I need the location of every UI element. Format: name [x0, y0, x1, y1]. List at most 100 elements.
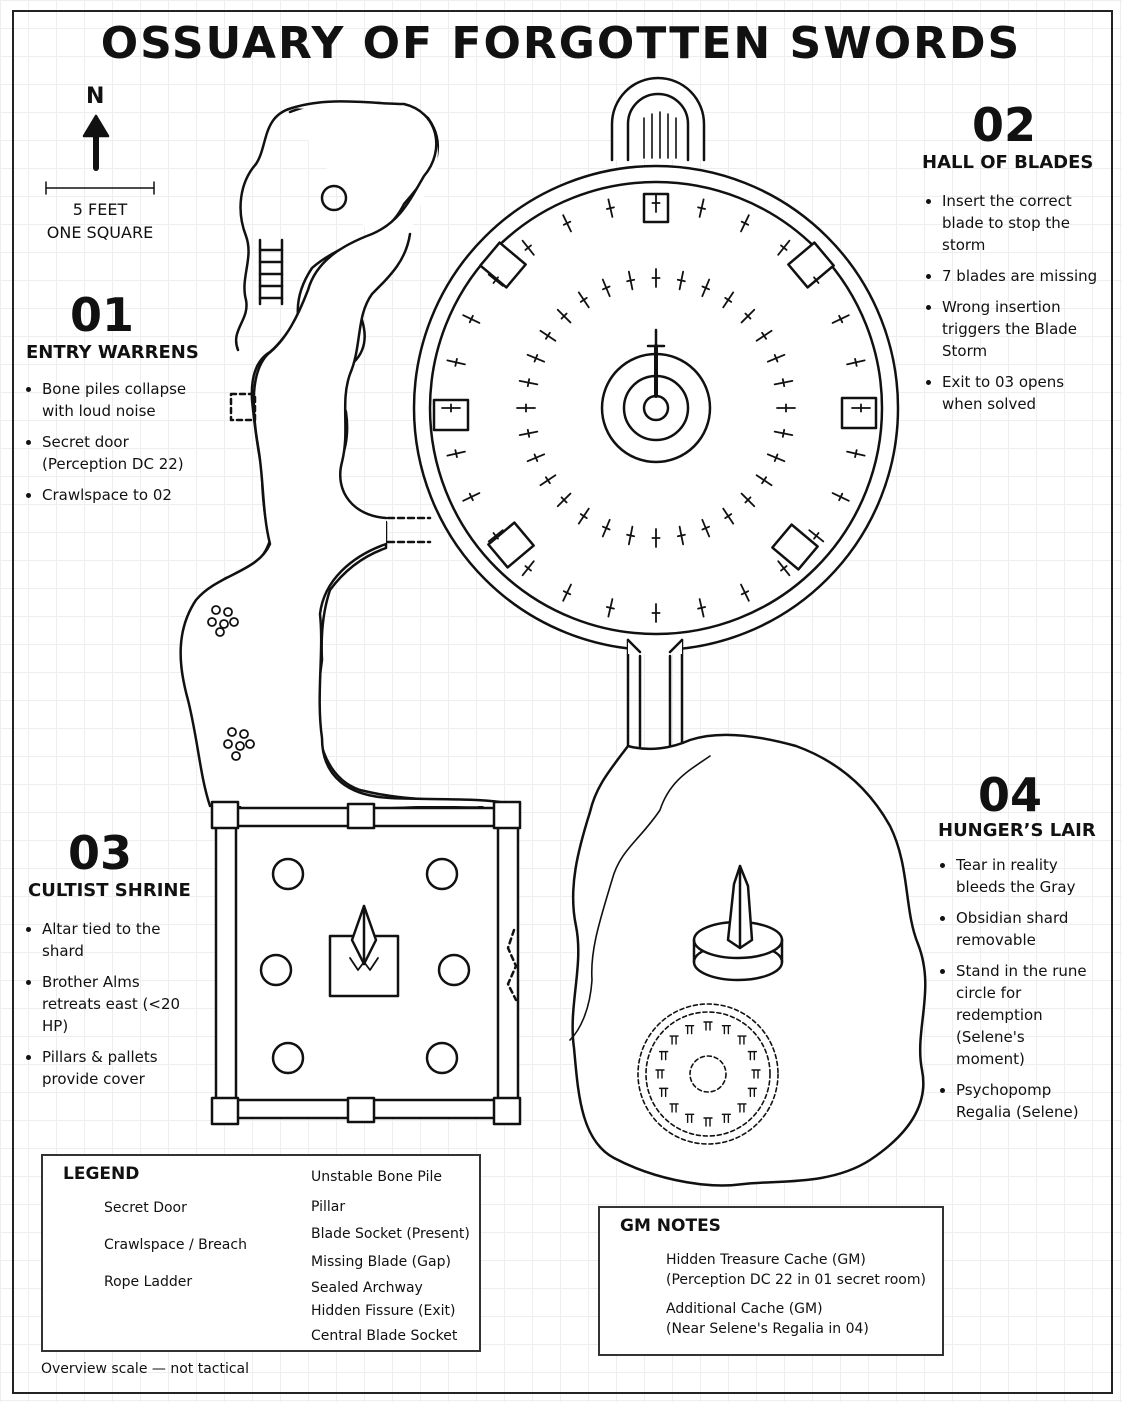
blade-socket-guard	[744, 496, 752, 504]
rune-glyph	[684, 1024, 695, 1035]
blade-socket-guard	[626, 533, 636, 538]
blade-socket-guard	[454, 449, 458, 459]
blade-socket-guard	[524, 244, 532, 251]
blade-socket-guard	[813, 532, 820, 540]
unstable-bone-pile-cluster	[207, 605, 255, 761]
blade-socket-guard	[676, 278, 686, 283]
legend-item-bone-pile: Unstable Bone Pile	[311, 1169, 442, 1185]
blade-socket-guard	[781, 428, 786, 438]
area-01-number: 01	[70, 288, 135, 342]
rune-glyph	[703, 1117, 713, 1127]
blade-socket-guard	[454, 357, 458, 367]
blade-socket-guard	[761, 331, 767, 340]
rune-glyph	[721, 1113, 732, 1124]
area-01-name: ENTRY WARRENS	[26, 342, 199, 363]
rune-glyph	[669, 1035, 679, 1045]
gm-note-label: Hidden Treasure Cache (GM)	[666, 1252, 866, 1268]
legend-item-rope-ladder: Rope Ladder	[104, 1274, 193, 1290]
rune-glyph	[737, 1035, 747, 1045]
rune-glyph	[737, 1103, 747, 1113]
blade-socket-guard	[724, 513, 733, 519]
gm-note-treasure: Hidden Treasure Cache (GM) (Perception D…	[666, 1250, 926, 1290]
area-02-name: HALL OF BLADES	[922, 152, 1094, 173]
gm-note-cache: Additional Cache (GM) (Near Selene's Reg…	[666, 1299, 869, 1339]
blade-socket-guard	[838, 314, 844, 324]
pillar	[271, 857, 305, 891]
legend-title: LEGEND	[63, 1164, 140, 1184]
area-01-note: Crawlspace to 02	[42, 484, 212, 506]
blade-socket-guard	[676, 533, 686, 538]
area-04-note: Stand in the rune circle for redemption …	[956, 960, 1096, 1070]
blade-socket-guard	[468, 492, 474, 502]
blade-socket-guard	[602, 285, 611, 291]
rune-glyph	[703, 1021, 713, 1031]
map-frame	[12, 10, 1113, 1394]
blade-socket-guard	[697, 606, 707, 610]
blade-socket-guard	[697, 206, 707, 210]
area-04-note: Psychopomp Regalia (Selene)	[956, 1079, 1096, 1123]
area-01-notes: Bone piles collapse with loud noise Secr…	[26, 378, 212, 515]
area-02-note: Insert the correct blade to stop the sto…	[942, 190, 1102, 256]
area-01-note: Secret door (Perception DC 22)	[42, 431, 212, 475]
legend-item-hidden-fissure: Hidden Fissure (Exit)	[311, 1303, 456, 1319]
blade-socket-guard	[626, 278, 636, 283]
area-03-number: 03	[68, 826, 133, 880]
rope-ladder	[258, 238, 284, 306]
blade-socket-guard	[468, 314, 474, 324]
blade-socket-guard	[560, 312, 568, 320]
blade-socket-guard	[854, 357, 858, 367]
legend-item-secret-door: Secret Door	[104, 1200, 187, 1216]
area-03-notes: Altar tied to the shard Brother Alms ret…	[26, 918, 192, 1099]
blade-socket-guard	[579, 513, 588, 519]
secret-door	[229, 392, 257, 422]
pillar	[425, 1041, 459, 1075]
compass-label: N	[86, 84, 105, 109]
footer-note: Overview scale — not tactical	[41, 1361, 250, 1377]
rune-glyph	[747, 1050, 758, 1061]
blade-socket-guard	[602, 525, 611, 531]
rune-glyph	[658, 1087, 669, 1098]
rune-glyph	[747, 1087, 758, 1098]
blade-socket-guard	[780, 244, 788, 251]
gm-note-label: Additional Cache (GM)	[666, 1301, 823, 1317]
map-title: OSSUARY OF FORGOTTEN SWORDS	[100, 18, 1022, 69]
blade-socket-guard	[545, 476, 551, 485]
area-04-note: Tear in reality bleeds the Gray	[956, 854, 1096, 898]
area-02-note: Wrong insertion triggers the Blade Storm	[942, 296, 1102, 362]
blade-socket-guard	[560, 496, 568, 504]
area-02-notes: Insert the correct blade to stop the sto…	[926, 190, 1102, 424]
area-02-note: 7 blades are missing	[942, 265, 1102, 287]
area-02-note: Exit to 03 opens when solved	[942, 371, 1102, 415]
blade-socket-guard	[533, 354, 539, 363]
rune-glyph	[751, 1069, 761, 1079]
legend-item-missing-blade: Missing Blade (Gap)	[311, 1254, 451, 1270]
blade-socket-guard	[605, 206, 615, 210]
blade-socket-guard	[605, 606, 615, 610]
blade-socket-guard	[701, 285, 710, 291]
blade-socket-guard	[526, 378, 531, 388]
legend-item-blade-socket: Blade Socket (Present)	[311, 1226, 470, 1242]
legend-item-central-socket: Central Blade Socket	[311, 1328, 458, 1344]
cultist-shrine	[210, 800, 522, 1126]
blade-socket-guard	[761, 476, 767, 485]
blade-socket-guard	[854, 449, 858, 459]
blade-socket-guard	[781, 378, 786, 388]
crawlspace	[386, 516, 432, 544]
gm-notes-title: GM NOTES	[620, 1216, 721, 1236]
gm-notes-box: GM NOTES Hidden Treasure Cache (GM) (Per…	[598, 1206, 944, 1356]
area-03-note: Pillars & pallets provide cover	[42, 1046, 192, 1090]
blade-socket-guard	[526, 428, 531, 438]
area-03-note: Altar tied to the shard	[42, 918, 192, 962]
area-03-name: CULTIST SHRINE	[28, 880, 191, 901]
blade-socket-guard	[724, 297, 733, 303]
scale-line-1: 5 FEET	[72, 200, 128, 219]
pillar	[437, 953, 471, 987]
rune-glyph	[684, 1113, 695, 1124]
blade-socket-guard	[780, 565, 788, 572]
bone-pile-circle	[320, 184, 348, 212]
blade-socket-guard	[492, 276, 499, 284]
scale-line-2: ONE SQUARE	[46, 223, 154, 242]
legend-box: LEGEND Secret Door Crawlspace / Breach R…	[41, 1154, 481, 1352]
blade-socket-guard	[492, 532, 499, 540]
